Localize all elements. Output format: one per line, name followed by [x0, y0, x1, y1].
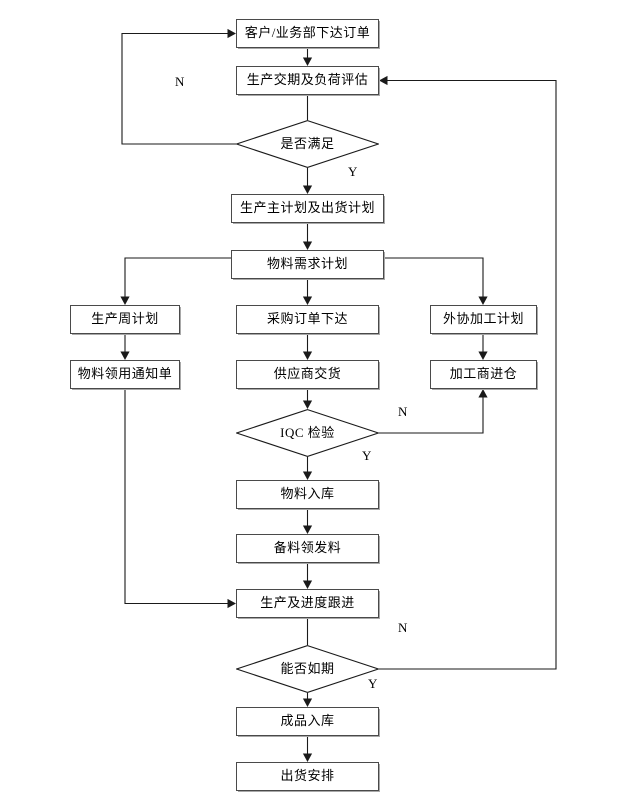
arrowhead-mrp-to-po [302, 296, 313, 305]
diamond-shape-satisfy [236, 120, 379, 168]
arrowhead-outsource-to-vendorin [478, 351, 488, 360]
node-label-mat_in: 物料入库 [280, 486, 335, 502]
arrowhead-prepare-to-track [302, 580, 313, 589]
node-label-iqc: IQC 检验 [280, 424, 335, 440]
node-iqc[interactable]: IQC 检验 [236, 409, 379, 457]
connector-mrp-to-weekplan [124, 257, 231, 302]
arrowhead-mrp-to-weekplan [120, 296, 130, 305]
edge-label-iqc_no: N [398, 404, 408, 419]
arrowhead-iqc-no-to-vendorin [478, 389, 488, 398]
node-label-vendor_in: 加工商进仓 [449, 366, 518, 382]
arrowhead-satisfy-yes-to-master [302, 185, 313, 194]
node-label-supplier: 供应商交货 [273, 366, 342, 382]
node-mrp[interactable]: 物料需求计划 [231, 250, 384, 279]
edge-label-ontime_no: N [398, 620, 408, 635]
edge-label-ontime_yes: Y [368, 676, 378, 691]
node-prod_track[interactable]: 生产及进度跟进 [236, 589, 379, 618]
arrowhead-fgin-to-ship [302, 753, 313, 762]
arrowhead-iqc-yes-to-matin [302, 471, 313, 480]
arrowhead-order-to-leadeval [302, 57, 313, 66]
arrowhead-po-to-supplier [302, 351, 313, 360]
node-label-prod_track: 生产及进度跟进 [260, 595, 355, 611]
node-label-pick_notice: 物料领用通知单 [77, 366, 173, 382]
node-label-po_release: 采购订单下达 [266, 311, 348, 327]
node-label-prepare: 备料领发料 [273, 540, 342, 556]
node-mat_in[interactable]: 物料入库 [236, 480, 379, 509]
node-label-mrp: 物料需求计划 [266, 256, 348, 272]
node-week_plan[interactable]: 生产周计划 [70, 305, 180, 334]
node-label-outsource: 外协加工计划 [442, 311, 524, 327]
node-label-order: 客户/业务部下达订单 [244, 25, 371, 41]
node-on_time[interactable]: 能否如期 [236, 645, 379, 693]
edge-label-satisfy_yes: Y [348, 164, 358, 179]
node-supplier[interactable]: 供应商交货 [236, 360, 379, 389]
node-lead_eval[interactable]: 生产交期及负荷评估 [236, 66, 379, 95]
node-ship[interactable]: 出货安排 [236, 762, 379, 791]
node-fg_in[interactable]: 成品入库 [236, 707, 379, 736]
node-outsource[interactable]: 外协加工计划 [430, 305, 537, 334]
node-label-on_time: 能否如期 [280, 660, 335, 676]
arrowhead-ontime-no-to-leadeval [379, 75, 388, 86]
node-label-week_plan: 生产周计划 [91, 311, 159, 327]
node-label-lead_eval: 生产交期及负荷评估 [246, 72, 369, 88]
node-prepare[interactable]: 备料领发料 [236, 534, 379, 563]
node-label-fg_in: 成品入库 [280, 713, 335, 729]
arrowhead-weekplan-to-picknotice [120, 351, 130, 360]
node-vendor_in[interactable]: 加工商进仓 [430, 360, 537, 389]
node-label-ship: 出货安排 [280, 768, 335, 784]
node-pick_notice[interactable]: 物料领用通知单 [70, 360, 180, 389]
connector-picknotice-to-track [124, 389, 231, 605]
node-satisfy[interactable]: 是否满足 [236, 120, 379, 168]
node-master_plan[interactable]: 生产主计划及出货计划 [231, 194, 384, 223]
arrowhead-ontime-yes-to-fgin [302, 698, 313, 707]
arrowhead-matin-to-prepare [302, 525, 313, 534]
edge-label-satisfy_no: N [175, 74, 185, 89]
arrowhead-picknotice-to-track [227, 598, 236, 609]
diamond-shape-iqc [236, 409, 379, 457]
diamond-shape-on_time [236, 645, 379, 693]
connector-iqc-no-to-vendorin [379, 392, 484, 434]
arrowhead-supplier-to-iqc [302, 400, 313, 409]
node-po_release[interactable]: 采购订单下达 [236, 305, 379, 334]
node-label-master_plan: 生产主计划及出货计划 [239, 200, 375, 216]
connector-mrp-to-outsource [384, 257, 484, 302]
edge-label-iqc_yes: Y [362, 448, 372, 463]
arrowhead-mrp-to-outsource [478, 296, 488, 305]
arrowhead-satisfy-no-to-order [227, 28, 236, 39]
node-order[interactable]: 客户/业务部下达订单 [236, 19, 379, 48]
arrowhead-master-to-mrp [302, 241, 313, 250]
node-label-satisfy: 是否满足 [280, 135, 335, 151]
